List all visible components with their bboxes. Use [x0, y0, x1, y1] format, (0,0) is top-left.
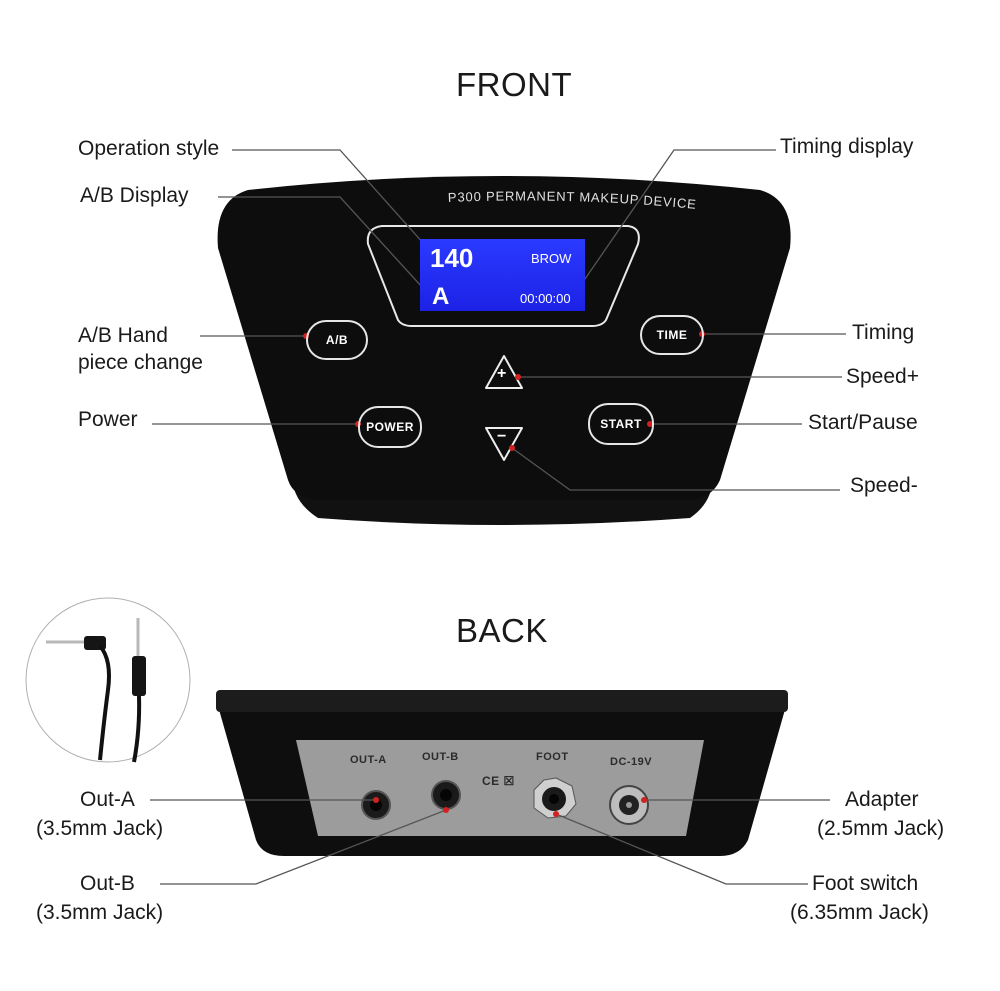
back-title: BACK	[456, 612, 548, 649]
back-top-rim	[216, 690, 788, 712]
leader-ab-display	[218, 196, 433, 299]
lcd-mode: BROW	[531, 251, 572, 266]
label-out-b-spec: (3.5mm Jack)	[36, 901, 164, 924]
label-timing-display: Timing display	[780, 135, 914, 158]
leader-speed-minus	[511, 447, 840, 491]
lcd-display: 140 BROW A 00:00:00	[420, 239, 585, 311]
speed-minus-symbol: −	[497, 428, 507, 445]
lcd-speed-value: 140	[430, 243, 474, 273]
out-a-jack	[361, 790, 391, 820]
port-label-out-a: OUT-A	[350, 754, 387, 766]
lcd-bezel	[366, 225, 640, 327]
label-out-a: Out-A	[80, 788, 135, 811]
pointer-dot	[641, 797, 647, 803]
front-title: FRONT	[456, 66, 573, 103]
port-label-dc: DC-19V	[610, 756, 653, 768]
back-panel	[296, 740, 704, 836]
foot-jack	[533, 777, 577, 819]
dc-jack	[609, 785, 649, 825]
front-body	[217, 176, 791, 500]
label-timing: Timing	[852, 321, 915, 344]
label-ab-hand-line2: piece change	[78, 351, 203, 374]
label-foot-switch-spec: (6.35mm Jack)	[790, 901, 929, 924]
pointer-dot	[515, 374, 521, 380]
port-label-foot: FOOT	[536, 751, 569, 763]
cable-plug-icon	[46, 618, 146, 763]
speed-minus-button	[485, 427, 523, 461]
label-out-a-spec: (3.5mm Jack)	[36, 817, 164, 840]
speed-plus-symbol: +	[497, 365, 507, 382]
time-button[interactable]: TIME	[640, 315, 704, 355]
label-speed-plus: Speed+	[846, 365, 919, 388]
label-power: Power	[78, 408, 138, 431]
lcd-handpiece: A	[432, 283, 450, 310]
cert-marks: CE ☒	[482, 774, 515, 788]
leader-timing-display	[575, 149, 776, 293]
power-button[interactable]: POWER	[358, 406, 422, 448]
label-start-pause: Start/Pause	[808, 411, 918, 434]
out-b-jack	[431, 780, 461, 810]
label-speed-minus: Speed-	[850, 474, 918, 497]
leader-out-b	[160, 809, 447, 885]
label-ab-hand-line1: A/B Hand	[78, 324, 168, 347]
label-adapter: Adapter	[845, 788, 919, 811]
start-button[interactable]: START	[588, 403, 654, 445]
label-adapter-spec: (2.5mm Jack)	[817, 817, 945, 840]
pointer-dot	[509, 445, 515, 451]
pointer-dot	[553, 811, 559, 817]
label-ab-display: A/B Display	[80, 184, 189, 207]
label-out-b: Out-B	[80, 872, 135, 895]
speed-plus-button	[485, 355, 523, 389]
leader-operation-style	[232, 149, 433, 254]
pointer-dot	[443, 807, 449, 813]
port-label-out-b: OUT-B	[422, 751, 459, 763]
leader-foot-switch	[555, 813, 808, 885]
pointer-dot	[373, 797, 379, 803]
label-foot-switch: Foot switch	[812, 872, 919, 895]
label-operation-style: Operation style	[78, 137, 220, 160]
ab-button[interactable]: A/B	[306, 320, 368, 360]
lcd-timer: 00:00:00	[520, 291, 571, 306]
